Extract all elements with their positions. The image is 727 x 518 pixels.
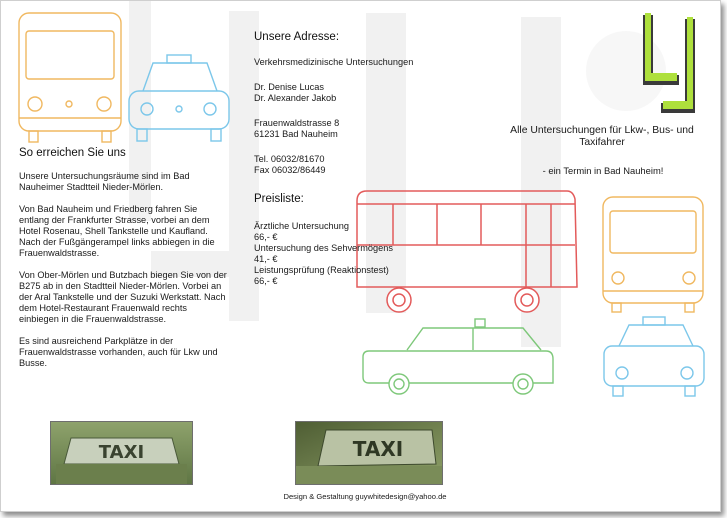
directions-paragraph: Unsere Untersuchungsräume sind im Bad Na… — [19, 171, 190, 192]
organization-name: Verkehrsmedizinische Untersuchungen — [254, 57, 414, 67]
taxi-sign-text: TAXI — [99, 442, 144, 463]
directions-text: Unsere Untersuchungsräume sind im Bad Na… — [19, 171, 229, 369]
price-list: Ärztliche Untersuchung 66,- € Untersuchu… — [254, 221, 494, 287]
city-address: 61231 Bad Nauheim — [254, 129, 338, 139]
doctor-name: Dr. Alexander Jakob — [254, 93, 337, 103]
price-list-heading: Preisliste: — [254, 193, 304, 205]
fax-number: Fax 06032/86449 — [254, 165, 326, 175]
street-address: Frauenwaldstrasse 8 — [254, 118, 340, 128]
taxi-icon — [603, 316, 705, 397]
taxi-sign-photo: TAXI — [295, 421, 443, 485]
price-item-price: 66,- € — [254, 276, 278, 286]
taxi-icon — [128, 54, 230, 142]
truck-icon — [602, 196, 704, 313]
doctor-name: Dr. Denise Lucas — [254, 82, 324, 92]
price-item-name: Untersuchung des Sehvermögens — [254, 243, 393, 253]
phone-number: Tel. 06032/81670 — [254, 154, 325, 164]
tagline-line: Alle Untersuchungen für Lkw-, Bus- und — [510, 125, 694, 136]
price-item-price: 41,- € — [254, 254, 278, 264]
tagline-sub: - ein Termin in Bad Nauheim! — [542, 165, 664, 176]
directions-paragraph: Von Ober-Mörlen und Butzbach biegen Sie … — [19, 270, 227, 324]
design-credit: Design & Gestaltung guywhitedesign@yahoo… — [283, 492, 447, 501]
bus-icon — [356, 190, 578, 313]
car-icon — [362, 318, 554, 395]
taxi-sign-photo: TAXI — [50, 421, 193, 485]
vehicle-illustrations — [18, 12, 705, 397]
background-shape — [366, 13, 406, 313]
directions-heading: So erreichen Sie uns — [19, 147, 126, 159]
background-shape — [129, 1, 151, 221]
tagline-line: Taxifahrer — [579, 137, 625, 148]
taxi-sign-text: TAXI — [353, 437, 403, 461]
directions-paragraph: Von Bad Nauheim und Friedberg fahren Sie… — [19, 204, 215, 258]
truck-icon — [18, 12, 122, 143]
background-shape — [151, 251, 261, 277]
directions-paragraph: Es sind ausreichend Parkplätze in der Fr… — [19, 336, 218, 368]
logo-mark — [643, 13, 695, 113]
price-item-name: Leistungsprüfung (Reaktionstest) — [254, 265, 389, 275]
price-item-price: 66,- € — [254, 232, 278, 242]
address-heading: Unsere Adresse: — [254, 31, 340, 43]
address-block: Verkehrsmedizinische Untersuchungen Dr. … — [254, 57, 484, 176]
price-item-name: Ärztliche Untersuchung — [254, 221, 349, 231]
tagline: Alle Untersuchungen für Lkw-, Bus- und T… — [489, 125, 715, 149]
